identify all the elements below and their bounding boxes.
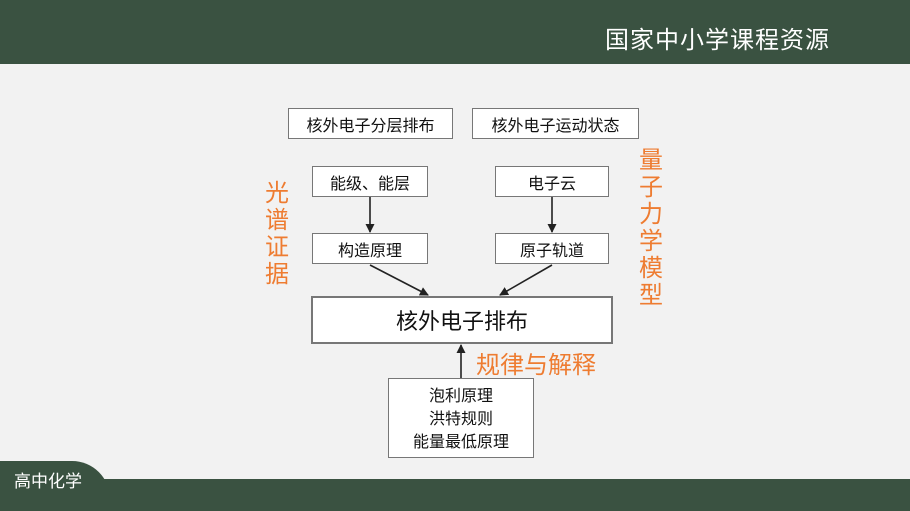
subject-label: 高中化学 — [14, 472, 82, 492]
header-bar — [0, 0, 910, 64]
box-shell-layered-arrangement: 核外电子分层排布 — [288, 108, 453, 139]
box-aufbau-principle: 构造原理 — [312, 233, 428, 264]
footer-tab — [0, 461, 110, 511]
principle-pauli: 泡利原理 — [428, 385, 493, 405]
arrow-orbital-to-configuration — [499, 264, 553, 296]
principle-lowest-energy: 能量最低原理 — [412, 431, 509, 451]
label-quantum-model: 量 子 力 学 模 型 — [639, 146, 663, 309]
label-rules-explanation: 规律与解释 — [476, 351, 596, 379]
brand-title: 国家中小学课程资源 — [605, 26, 830, 54]
principle-hund: 洪特规则 — [428, 408, 493, 428]
box-atomic-orbital: 原子轨道 — [495, 233, 609, 264]
label-spectral-evidence: 光 谱 证 据 — [265, 179, 289, 288]
box-electron-motion-state: 核外电子运动状态 — [472, 108, 639, 139]
arrow-aufbau-to-configuration — [369, 264, 429, 296]
box-energy-levels: 能级、能层 — [312, 166, 428, 197]
box-electron-cloud: 电子云 — [495, 166, 609, 197]
box-principles: 泡利原理 洪特规则 能量最低原理 — [388, 378, 534, 458]
box-electron-configuration: 核外电子排布 — [311, 296, 613, 344]
footer-bar — [0, 479, 910, 511]
